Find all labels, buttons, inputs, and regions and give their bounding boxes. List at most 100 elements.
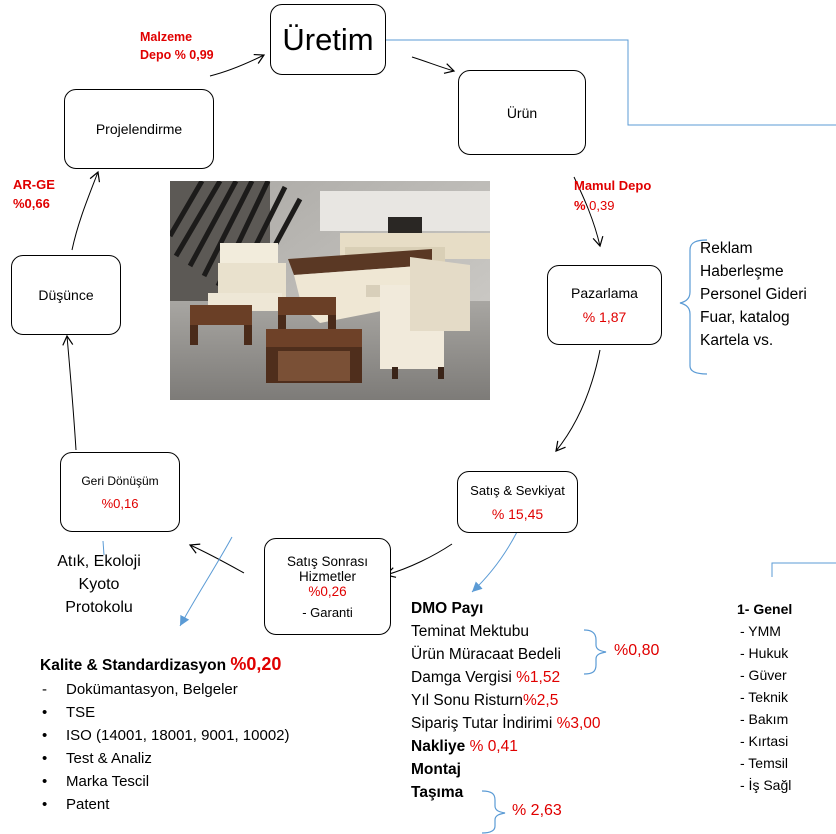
node-pazarlama: Pazarlama % 1,87 [547,265,662,345]
kalite-item-marker: • [42,727,48,744]
kalite-item-text: TSE [66,704,96,721]
malzeme-line1: Malzeme [140,30,193,44]
node-geri-donusum-pct: %0,16 [101,495,139,511]
arge-line1: AR-GE [13,177,55,192]
kalite-item: • ISO (14001, 18001, 9001, 10002) [40,724,420,747]
genel-item: - YMM [740,623,781,639]
atik-line2: Kyoto [78,576,120,593]
dmo-teminat: Teminat Mektubu [411,623,530,640]
genel-item: - Hukuk [740,645,789,661]
node-projelendirme: Projelendirme [64,89,214,169]
malzeme-line2: Depo % 0,99 [140,48,214,62]
arrow-satis-satissonrasi [384,543,453,578]
node-satis-label: Satış & Sevkiyat [470,482,565,498]
mamul-pct-value: 0,39 [585,198,615,213]
kalite-item-marker: • [42,796,48,813]
pazarlama-item: Fuar, katalog [700,309,790,326]
node-projelendirme-label: Projelendirme [95,121,183,137]
kalite-item-text: Test & Analiz [66,750,152,767]
kalite-item-text: Marka Tescil [66,773,150,790]
dmo-section: DMO Payı Teminat Mektubu Ürün Müracaat B… [411,597,601,804]
dmo-yil-pct: %2,5 [523,692,559,709]
arrow-geridonusum-dusunce [62,334,77,451]
genel-section: 1- Genel - YMM - Hukuk - Güver - Teknik … [737,598,836,796]
mamul-depo-annotation: Mamul Depo % 0,39 [574,176,651,216]
kalite-items-list: - Dokümantasyon, Belgeler • TSE • ISO (1400… [40,678,420,816]
dmo-group1-pct: %0,80 [614,642,660,659]
dmo-montaj: Montaj [411,761,461,778]
genel-item: - Teknik [740,689,788,705]
node-uretim: Üretim [270,4,386,75]
atik-line3: Protokolu [65,599,133,616]
malzeme-depo-annotation: Malzeme Depo % 0,99 [140,28,214,64]
kalite-item: •Test & Analiz [40,747,420,770]
dmo-yil-label: Yıl Sonu Risturn [411,692,523,709]
kalite-pct: %0,20 [230,654,282,674]
dmo-siparis-pct: %3,00 [556,715,601,732]
pazarlama-items-list: Reklam Haberleşme Personel Gideri Fuar, … [700,237,807,352]
arrow-projelendirme-uretim [209,53,266,77]
genel-item: - İş Sağl [740,777,792,793]
node-dusunce-label: Düşünce [38,287,94,303]
dmo-damga-label: Damga Vergisi [411,669,517,686]
dmo-tasima: Taşıma [411,784,464,801]
dmo-siparis-row: Sipariş Tutar İndirimi %3,00 [411,712,601,735]
node-uretim-label: Üretim [282,21,374,57]
genel-title: 1- Genel [737,601,793,617]
kalite-section: Kalite & Standardizasyon %0,20 - Dokümant… [40,650,420,816]
dmo-group2-pct: % 2,63 [512,802,562,819]
node-urun: Ürün [458,70,586,155]
node-pazarlama-label: Pazarlama [571,285,638,301]
bracket-dmo-group1 [583,629,607,675]
blue-bracket-genel [771,562,836,577]
blue-connector-uretim [385,39,836,126]
kalite-item: • Marka Tescil [40,770,420,793]
genel-item: - Kırtasi [740,733,789,749]
arge-line2: %0,66 [13,196,50,211]
genel-item: - Temsil [740,755,788,771]
node-satis-sonrasi-line1: Satış Sonrası [286,553,369,569]
atik-line1: Atık, Ekoloji [57,553,141,570]
pazarlama-item: Personel Gideri [700,286,807,303]
genel-item: - Bakım [740,711,789,727]
node-satis-pct: % 15,45 [491,505,544,522]
node-urun-label: Ürün [506,104,538,121]
kalite-item-text: ISO (14001, 18001, 9001, 10002) [66,727,290,744]
dmo-nakliye-pct: % 0,41 [465,738,518,755]
kalite-item-marker: • [42,773,48,790]
kalite-item-marker: • [42,704,48,721]
blue-arrow-geridonusum [102,540,105,556]
mamul-pct-sign: % [574,198,586,213]
kalite-item-text: Patent [66,796,110,813]
kalite-item-text: Dokümantasyon, Belgeler [66,681,238,698]
blue-arrow-dmo [471,531,518,593]
kalite-item: • TSE [40,701,420,724]
arrow-urun-pazarlama [573,176,604,248]
node-satis-sevkiyat: Satış & Sevkiyat % 15,45 [457,471,578,533]
dmo-yil-row: Yıl Sonu Risturn%2,5 [411,689,601,712]
arrow-uretim-urun [411,56,456,74]
dmo-title: DMO Payı [411,600,484,617]
office-furniture-photo [170,181,490,400]
bracket-dmo-group2 [481,790,506,834]
pazarlama-item: Haberleşme [700,263,784,280]
blue-arrow-kalite [179,536,233,627]
arrow-pazarlama-satis [555,349,601,452]
dmo-nakliye-row: Nakliye % 0,41 [411,735,601,758]
genel-item: - Güver [740,667,787,683]
arge-annotation: AR-GE %0,66 [13,175,55,213]
kalite-title: Kalite & Standardizasyon [40,657,231,674]
node-dusunce: Düşünce [11,255,121,335]
kalite-item: • Patent [40,793,420,816]
mamul-line1: Mamul Depo [574,178,652,193]
pazarlama-item: Kartela vs. [700,332,774,349]
arrow-dusunce-projelendirme [71,170,101,251]
node-satis-sonrasi-line2: Hizmetler [298,568,356,584]
kalite-item: - Dokümantasyon, Belgeler [40,678,420,701]
arrow-satissonrasi-geridonusum [188,543,245,574]
kalite-item-marker: - [42,681,47,698]
dmo-damga-pct: %1,52 [516,669,561,686]
pazarlama-item: Reklam [700,240,753,257]
node-satis-sonrasi-note: - Garanti [302,604,353,620]
